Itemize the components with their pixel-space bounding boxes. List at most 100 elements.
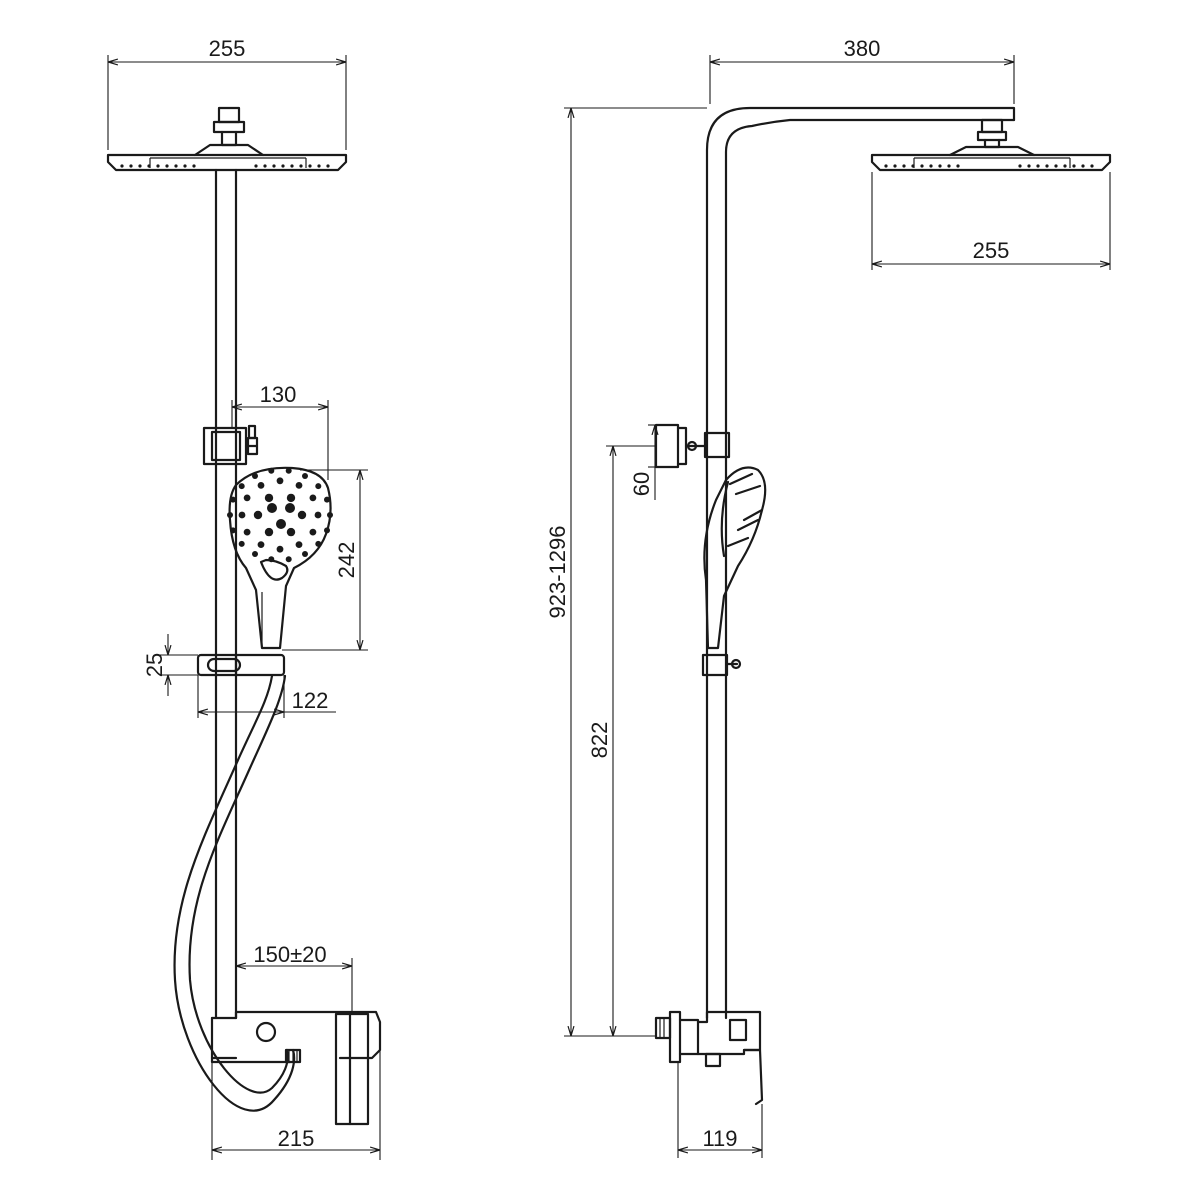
nozzle-dot — [138, 164, 142, 168]
nozzle-dot — [183, 164, 187, 168]
riser-pipe — [214, 168, 238, 1020]
nozzle-dot — [902, 164, 906, 168]
spray-nozzle — [286, 493, 296, 503]
spray-nozzle — [314, 511, 322, 519]
side-overhead-shower-head — [870, 118, 1112, 172]
spray-nozzle — [285, 467, 292, 474]
side-hand-shower — [703, 466, 767, 650]
spray-nozzle — [238, 511, 246, 519]
dimension-head-width: 255 — [107, 36, 347, 150]
dimension-mixer-depth: 119 — [677, 1062, 763, 1158]
spray-nozzle — [230, 496, 236, 503]
nozzle-dot — [920, 164, 924, 168]
nozzle-dot — [1045, 164, 1049, 168]
spray-nozzle — [243, 494, 251, 502]
dimension-holder-depth: 122 — [197, 675, 336, 718]
nozzle-dot — [1054, 164, 1058, 168]
dimension-holder-height: 25 — [142, 634, 198, 696]
spray-nozzle — [302, 473, 308, 479]
nozzle-dot — [1036, 164, 1040, 168]
nozzle-dot — [290, 164, 294, 168]
spray-nozzle — [295, 541, 303, 548]
spray-nozzle — [252, 551, 258, 557]
nozzle-dot — [129, 164, 133, 168]
nozzle-dot — [299, 164, 303, 168]
spray-nozzle — [315, 540, 322, 547]
nozzle-dot — [272, 164, 276, 168]
nozzle-dot — [1090, 164, 1094, 168]
dimension-head-width-side: 255 — [871, 172, 1111, 270]
spray-nozzle — [257, 541, 265, 548]
nozzle-dot — [893, 164, 897, 168]
spray-nozzle — [257, 482, 265, 489]
spray-nozzle — [253, 510, 263, 520]
riser-with-arm — [705, 106, 1016, 1020]
dim-text-119: 119 — [702, 1126, 737, 1151]
side-view: 380 255 923-1296 822 60 — [545, 36, 1112, 1158]
dimension-mixer-width: 215 — [211, 1050, 381, 1160]
spray-nozzle — [243, 528, 251, 536]
spray-nozzle — [276, 477, 284, 485]
spray-nozzle — [264, 493, 274, 503]
spray-nozzle — [264, 527, 274, 537]
side-bracket — [654, 423, 731, 469]
nozzle-dot — [317, 164, 321, 168]
handshower-bracket — [202, 424, 259, 466]
dimension-total-height: 923-1296 — [545, 107, 707, 1037]
dim-text-25: 25 — [142, 653, 167, 677]
center-nozzle — [267, 503, 277, 513]
spray-nozzle — [302, 551, 308, 557]
nozzle-dot — [956, 164, 960, 168]
nozzle-dot — [254, 164, 258, 168]
nozzle-dot — [326, 164, 330, 168]
spray-nozzle — [230, 527, 236, 534]
center-nozzle — [276, 519, 286, 529]
shower-hose — [173, 674, 296, 1112]
dimension-handshower-height: 242 — [282, 469, 368, 651]
dim-text-242: 242 — [334, 542, 359, 579]
nozzle-dot — [1027, 164, 1031, 168]
spray-nozzle — [297, 510, 307, 520]
dim-text-923-1296: 923-1296 — [545, 526, 570, 619]
dim-text-255-side: 255 — [973, 238, 1010, 263]
nozzle-dot — [929, 164, 933, 168]
dimension-handshower-reach: 130 — [231, 382, 329, 480]
nozzle-dot — [1018, 164, 1022, 168]
spray-nozzle — [238, 540, 245, 547]
nozzle-dot — [911, 164, 915, 168]
dim-text-215: 215 — [278, 1126, 315, 1151]
dim-text-380: 380 — [844, 36, 881, 61]
spray-nozzle — [286, 527, 296, 537]
spray-nozzle — [295, 482, 303, 489]
dim-text-150-20: 150±20 — [253, 942, 326, 967]
overhead-shower-head — [106, 106, 348, 172]
nozzle-dot — [938, 164, 942, 168]
nozzle-dot — [192, 164, 196, 168]
dim-text-130: 130 — [260, 382, 297, 407]
dim-text-255-front: 255 — [209, 36, 246, 61]
hand-shower — [227, 466, 333, 650]
side-mixer — [654, 1010, 764, 1106]
nozzle-dot — [1063, 164, 1067, 168]
dim-text-60: 60 — [629, 472, 654, 496]
nozzle-dot — [1072, 164, 1076, 168]
dimension-mixer-to-bracket: 822 — [587, 445, 656, 1036]
nozzle-dot — [165, 164, 169, 168]
nozzle-dot — [947, 164, 951, 168]
dim-text-822: 822 — [587, 722, 612, 759]
nozzle-dot — [147, 164, 151, 168]
spray-nozzle — [315, 483, 322, 490]
dimension-bracket-height: 60 — [629, 424, 656, 500]
nozzle-dot — [1081, 164, 1085, 168]
nozzle-dot — [156, 164, 160, 168]
nozzle-dot — [174, 164, 178, 168]
nozzle-dot — [281, 164, 285, 168]
dimension-arm-length: 380 — [709, 36, 1015, 104]
spray-nozzle — [285, 556, 292, 563]
dimension-mixer-centres: 150±20 — [235, 942, 353, 1012]
spray-nozzle — [309, 494, 317, 502]
spray-nozzle — [227, 512, 233, 518]
spray-nozzle — [309, 528, 317, 536]
front-view: 255 130 242 25 122 — [106, 36, 382, 1160]
